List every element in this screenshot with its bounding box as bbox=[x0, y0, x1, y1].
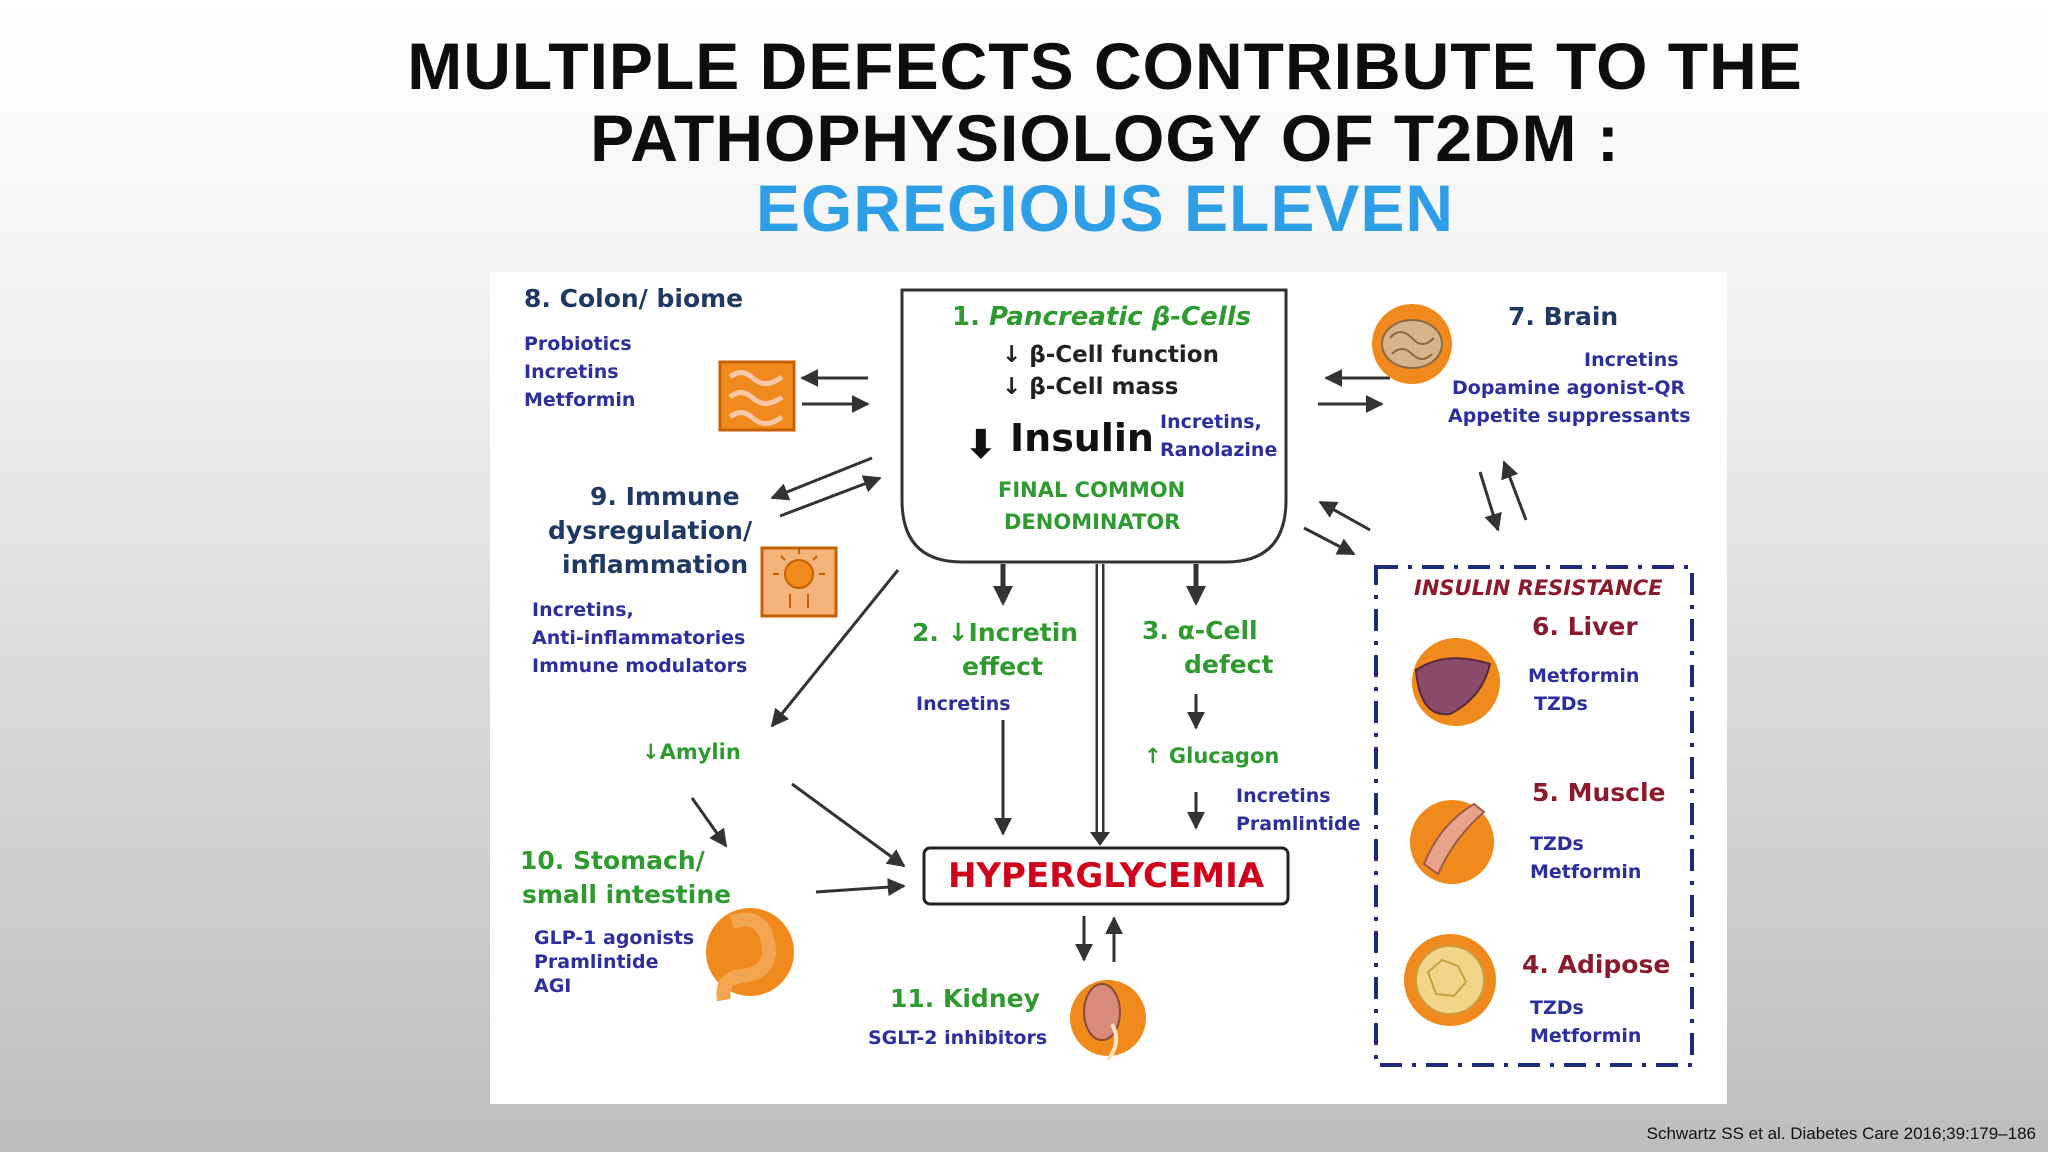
colon-drug-2: Incretins bbox=[524, 361, 619, 383]
insulin-down-arrow-icon: ⬇ bbox=[964, 422, 998, 468]
immune-title-2: dysregulation/ bbox=[548, 516, 753, 545]
amylin-label: ↓Amylin bbox=[642, 740, 741, 764]
beta-cell-function: ↓ β-Cell function bbox=[1002, 342, 1219, 368]
arrow-amylin-to-stomach bbox=[690, 797, 728, 848]
immune-drug-2: Anti-inflammatories bbox=[532, 627, 746, 649]
stomach-drug-1: GLP-1 agonists bbox=[534, 927, 695, 949]
stomach-title-2: small intestine bbox=[522, 880, 732, 909]
alpha-drug-2: Pramlintide bbox=[1236, 813, 1361, 835]
incretin-effect-title-1: 2. ↓Incretin bbox=[912, 618, 1079, 647]
final-common-1: FINAL COMMON bbox=[998, 478, 1186, 502]
diagram-panel: 1. Pancreatic β-Cells ↓ β-Cell function … bbox=[490, 272, 1727, 1104]
colon-drug-1: Probiotics bbox=[524, 333, 632, 355]
stomach-title-1: 10. Stomach/ bbox=[520, 846, 705, 875]
alpha-cell-title-2: defect bbox=[1184, 650, 1274, 679]
adipose-drug-1: TZDs bbox=[1530, 997, 1584, 1019]
adipose-title: 4. Adipose bbox=[1522, 950, 1671, 979]
insulin-resistance-box bbox=[1374, 565, 1694, 1067]
colon-title: 8. Colon/ biome bbox=[524, 284, 744, 313]
citation: Schwartz SS et al. Diabetes Care 2016;39… bbox=[1646, 1124, 2036, 1143]
incretin-effect-drug: Incretins bbox=[916, 693, 1011, 715]
pancreas-drug-2: Ranolazine bbox=[1160, 439, 1278, 461]
arrow-pancreas-to-amylin bbox=[770, 569, 900, 728]
arrow-ir-to-pancreas bbox=[1318, 500, 1371, 532]
arrow-pancreas-to-ir bbox=[1303, 526, 1356, 556]
hyperglycemia-label: HYPERGLYCEMIA bbox=[947, 856, 1265, 896]
insulin-resistance-header: INSULIN RESISTANCE bbox=[1414, 576, 1663, 600]
alpha-drug-1: Incretins bbox=[1236, 785, 1331, 807]
pancreas-title: 1. Pancreatic β-Cells bbox=[952, 302, 1251, 332]
slide-title-line1: MULTIPLE DEFECTS CONTRIBUTE TO THE bbox=[407, 29, 1803, 103]
liver-drug-1: Metformin bbox=[1528, 665, 1640, 687]
adipose-drug-2: Metformin bbox=[1530, 1025, 1642, 1047]
brain-title: 7. Brain bbox=[1508, 302, 1619, 331]
beta-cell-mass: ↓ β-Cell mass bbox=[1002, 374, 1179, 400]
muscle-drug-2: Metformin bbox=[1530, 861, 1642, 883]
muscle-drug-1: TZDs bbox=[1530, 833, 1584, 855]
immune-drug-3: Immune modulators bbox=[532, 655, 748, 677]
incretin-effect-title-2: effect bbox=[962, 652, 1043, 681]
brain-drug-1: Incretins bbox=[1584, 349, 1679, 371]
colon-drug-3: Metformin bbox=[524, 389, 636, 411]
kidney-icon bbox=[1070, 980, 1146, 1062]
insulin-label: Insulin bbox=[1010, 416, 1154, 460]
brain-icon bbox=[1372, 304, 1452, 384]
muscle-title: 5. Muscle bbox=[1532, 778, 1666, 807]
arrow-pancreas-to-immune bbox=[770, 456, 873, 501]
immune-drug-1: Incretins, bbox=[532, 599, 634, 621]
liver-drug-2: TZDs bbox=[1534, 693, 1588, 715]
liver-icon bbox=[1412, 638, 1500, 726]
arrow-brain-up bbox=[1501, 460, 1528, 521]
muscle-icon bbox=[1410, 800, 1494, 884]
pancreas-box bbox=[900, 288, 1288, 564]
liver-title: 6. Liver bbox=[1532, 612, 1638, 641]
arrow-amylin-to-hyperglycemia bbox=[791, 782, 906, 868]
immune-cell-icon bbox=[760, 546, 838, 618]
stomach-drug-2: Pramlintide bbox=[534, 951, 659, 973]
adipose-icon bbox=[1404, 934, 1496, 1026]
pancreas-label: Pancreatic β-Cells bbox=[989, 302, 1252, 332]
immune-title-1: 9. Immune bbox=[590, 482, 740, 511]
immune-title-3: inflammation bbox=[562, 550, 749, 579]
arrow-immune-to-pancreas bbox=[779, 475, 882, 518]
stomach-drug-3: AGI bbox=[534, 975, 572, 997]
kidney-drug: SGLT-2 inhibitors bbox=[868, 1027, 1048, 1049]
arrow-stomach-to-hyperglycemia bbox=[815, 878, 906, 897]
slide-title-highlight: EGREGIOUS ELEVEN bbox=[755, 171, 1455, 245]
slide-title-line2: PATHOPHYSIOLOGY OF T2DM : bbox=[590, 101, 1620, 175]
hyperglycemia-box bbox=[922, 846, 1290, 906]
colon-icon bbox=[718, 360, 796, 432]
arrow-brain-down bbox=[1478, 471, 1502, 532]
final-common-2: DENOMINATOR bbox=[1004, 510, 1181, 534]
brain-drug-3: Appetite suppressants bbox=[1448, 405, 1691, 427]
pancreas-number: 1. bbox=[952, 302, 980, 332]
diagram-graphics bbox=[690, 288, 1694, 1067]
glucagon-label: ↑ Glucagon bbox=[1144, 744, 1280, 768]
kidney-title: 11. Kidney bbox=[890, 984, 1040, 1013]
pancreas-drug-1: Incretins, bbox=[1160, 411, 1262, 433]
alpha-cell-title-1: 3. α-Cell bbox=[1142, 616, 1258, 645]
stomach-icon bbox=[706, 908, 794, 1002]
brain-drug-2: Dopamine agonist-QR bbox=[1452, 377, 1686, 399]
